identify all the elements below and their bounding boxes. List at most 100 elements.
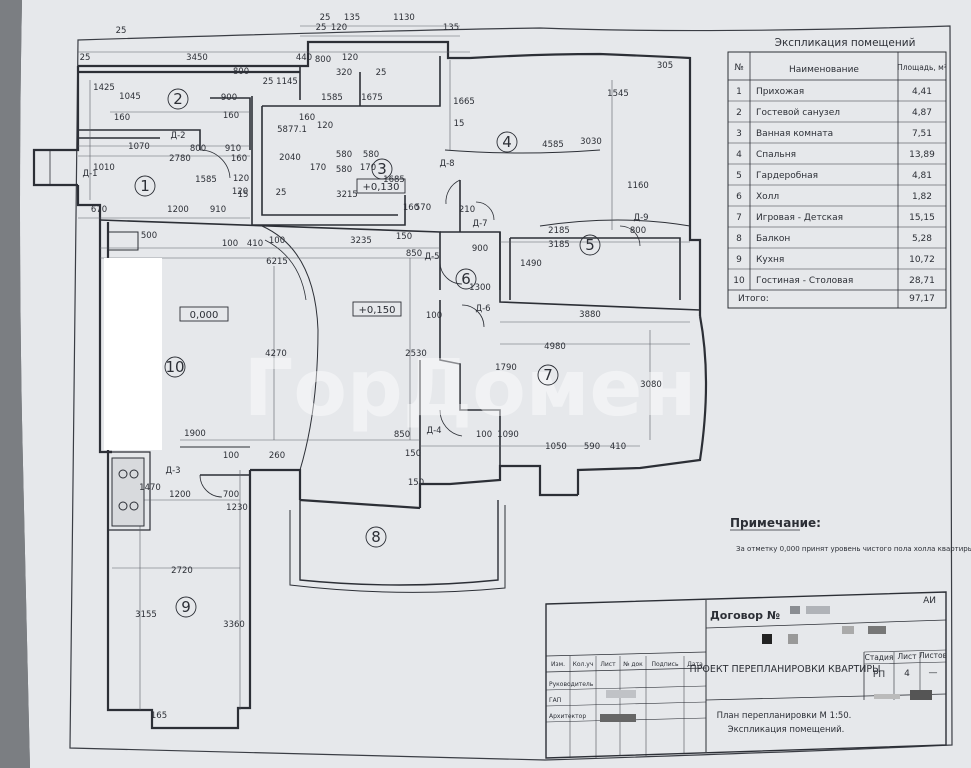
- dimension-label: 1090: [497, 430, 519, 440]
- dimension-label: 1050: [545, 442, 567, 452]
- dimension-label: 5877.1: [277, 125, 307, 135]
- explication-row-no: 9: [736, 255, 742, 265]
- redacted-mark-4: [868, 626, 886, 634]
- dimension-label: 160: [223, 111, 239, 121]
- dimension-label: 1585: [321, 93, 343, 103]
- dimension-label: 160: [231, 154, 247, 164]
- dimension-label: 3030: [580, 137, 602, 147]
- sheets-label: Листов: [919, 651, 947, 660]
- dimension-label: 150: [396, 232, 412, 242]
- dimension-label: 160: [299, 113, 315, 123]
- dimension-label: 1585: [195, 175, 217, 185]
- room-number: 8: [371, 528, 381, 546]
- explication-row-no: 3: [736, 129, 742, 139]
- dimension-label: 120: [342, 53, 358, 63]
- dimension-label: 410: [247, 239, 263, 249]
- explication-row-no: 5: [736, 171, 742, 181]
- dimension-label: 800: [315, 55, 331, 65]
- sheets-value: —: [929, 668, 938, 678]
- door-label: Д-4: [426, 426, 441, 436]
- room-number: 2: [173, 90, 183, 108]
- title-block: [545, 591, 947, 759]
- title-block-header: Кол.уч: [573, 661, 594, 668]
- dimension-label: 150: [405, 449, 421, 459]
- dimension-label: 135: [344, 13, 360, 23]
- explication-row-no: 10: [733, 276, 745, 286]
- dimension-label: 25: [316, 23, 327, 33]
- room-number: 7: [543, 366, 553, 384]
- dimension-label: 900: [472, 244, 488, 254]
- dimension-label: 1045: [119, 92, 141, 102]
- door-label: Д-2: [170, 131, 185, 141]
- dimension-label: 800: [233, 67, 249, 77]
- redacted-signature: [606, 690, 636, 698]
- explication-row-area: 13,89: [909, 150, 935, 160]
- note-title: Примечание:: [730, 516, 821, 530]
- plan-title-line2: Экспликация помещений.: [728, 725, 845, 735]
- dimension-label: 1425: [93, 83, 115, 93]
- dimension-label: 1490: [520, 259, 542, 269]
- dimension-label: 15: [454, 119, 465, 129]
- dimension-label: 25: [376, 68, 387, 78]
- dimension-label: 3450: [186, 53, 208, 63]
- room-marker-circle: [579, 234, 601, 256]
- dimension-label: 120: [233, 174, 249, 184]
- explication-row-name: Гостиная - Столовая: [756, 276, 853, 286]
- redacted-contract-number: [790, 606, 800, 614]
- explication-row-name: Ванная комната: [756, 129, 833, 139]
- explication-row-area: 4,87: [912, 108, 932, 118]
- dimension-label: 165: [151, 711, 167, 721]
- door-label: Д-5: [424, 252, 439, 262]
- dimension-label: 410: [610, 442, 626, 452]
- level-mark-box: [352, 301, 402, 317]
- contract-label: Договор №: [710, 609, 780, 622]
- door-label: Д-8: [439, 159, 454, 169]
- explication-row-name: Прихожая: [756, 87, 804, 97]
- dimension-label: 1790: [495, 363, 517, 373]
- explication-row-name: Игровая - Детская: [756, 213, 843, 223]
- dimension-label: 100: [223, 451, 239, 461]
- dimension-label: 1200: [169, 490, 191, 500]
- dimension-label: 2530: [405, 349, 427, 359]
- room-number: 3: [377, 160, 387, 178]
- level-mark: +0,150: [358, 305, 395, 316]
- dimension-label: 170: [310, 163, 326, 173]
- explication-row-area: 15,15: [909, 213, 935, 223]
- redacted-org: [910, 690, 932, 700]
- room-marker-circle: [455, 268, 477, 290]
- project-title: ПРОЕКТ ПЕРЕПЛАНИРОВКИ КВАРТИРЫ: [690, 664, 881, 675]
- dimension-label: 1545: [607, 89, 629, 99]
- door-label: Д-7: [472, 219, 487, 229]
- dimension-label: 160: [114, 113, 130, 123]
- ai-label: АИ: [923, 596, 936, 606]
- dimension-label: 850: [394, 430, 410, 440]
- dimension-label: 120: [331, 23, 347, 33]
- plan-door-labels: Д-1Д-2Д-8Д-7Д-5Д-6Д-4Д-3Д-9: [82, 131, 648, 476]
- inner-walls: [78, 56, 701, 531]
- dimension-label: 25: [116, 26, 127, 36]
- door-label: Д-6: [475, 304, 490, 314]
- dimension-label: 3215: [336, 190, 358, 200]
- note-text: За отметку 0,000 принят уровень чистого …: [736, 545, 971, 553]
- dimension-label: 910: [210, 205, 226, 215]
- door-label: Д-1: [82, 169, 97, 179]
- explication-table: Экспликация помещений № Наименование Пло…: [727, 37, 947, 309]
- dimension-label: 590: [584, 442, 600, 452]
- dimension-label: 3185: [548, 240, 570, 250]
- col-area-header: Площадь, м²: [897, 63, 947, 72]
- dimension-label: 4585: [542, 140, 564, 150]
- room-number: 10: [165, 358, 184, 376]
- dimension-label: 570: [415, 203, 431, 213]
- dimension-label: 910: [225, 144, 241, 154]
- dimension-label: 1675: [361, 93, 383, 103]
- dimension-label: 4270: [265, 349, 287, 359]
- paper-sheet: [20, 0, 971, 768]
- title-block-header: Дата: [687, 661, 703, 668]
- explication-row-area: 1,82: [912, 192, 932, 202]
- title-block-role: Архитектор: [549, 713, 586, 720]
- room-marker-circle: [371, 158, 393, 180]
- dimension-label: 580: [363, 150, 379, 160]
